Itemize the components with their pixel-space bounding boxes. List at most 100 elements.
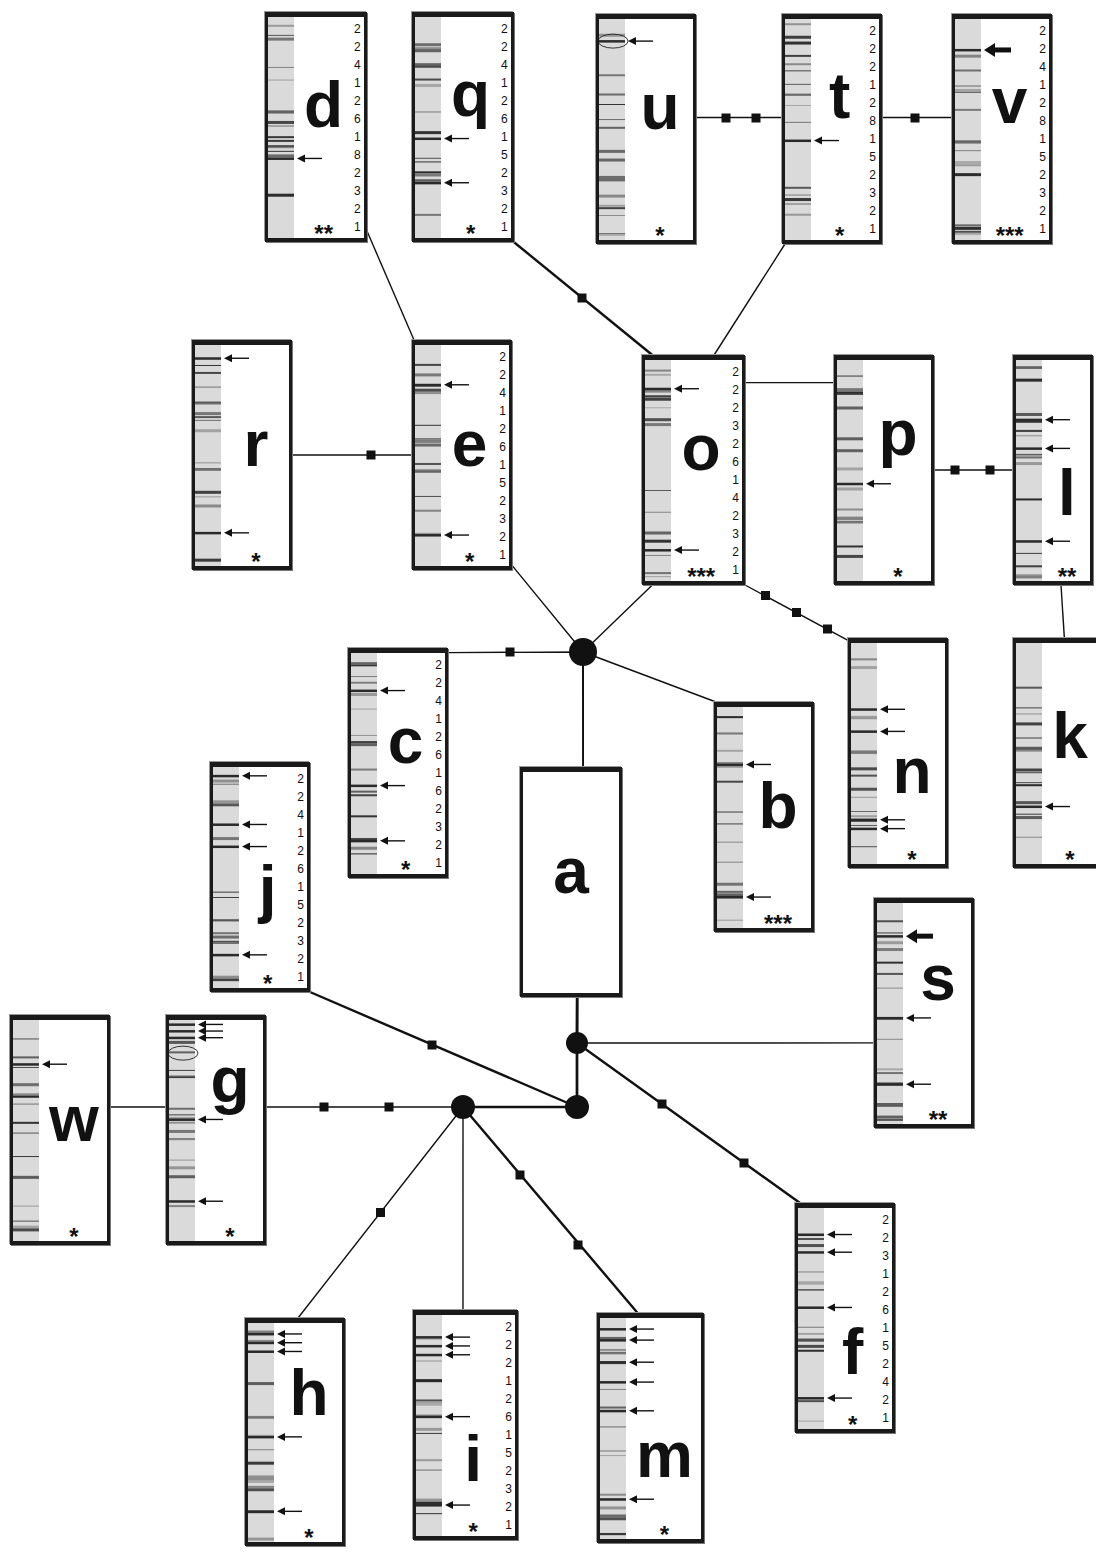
gel-band	[717, 763, 743, 766]
band-arrow-head	[906, 1014, 914, 1022]
gel-lane-image	[837, 360, 931, 581]
gel-band	[351, 769, 377, 771]
gel-band	[717, 893, 743, 895]
gel-band	[645, 370, 671, 372]
gel-band	[1016, 713, 1042, 714]
gel-band	[415, 440, 441, 443]
gel-band	[169, 1108, 195, 1110]
gel-band	[351, 785, 377, 788]
step-square	[574, 1241, 583, 1250]
band-arrow-head	[42, 1060, 50, 1068]
gel-strip	[415, 345, 441, 566]
step-square	[951, 466, 960, 475]
gel-band	[351, 735, 377, 736]
gel-band	[955, 109, 981, 111]
lane-letter: b	[758, 774, 797, 838]
gel-strip	[13, 1020, 39, 1241]
band-arrow-head	[674, 546, 682, 554]
gel-band	[877, 1119, 903, 1121]
gel-band	[1016, 498, 1042, 500]
gel-band	[785, 36, 811, 39]
band-size-column: 2 2 2 1 2 6 1 5 2 3 2 1	[505, 1318, 512, 1534]
step-square	[823, 625, 832, 634]
lane-letter: w	[49, 1087, 99, 1151]
gel-band	[785, 195, 811, 196]
gel-band	[13, 1056, 39, 1058]
gel-band	[213, 897, 239, 898]
gel-band	[1016, 707, 1042, 708]
gel-band	[213, 976, 239, 979]
gel-band	[600, 1514, 626, 1517]
gel-band	[169, 1051, 195, 1053]
band-arrow-head	[242, 772, 250, 780]
gel-lane-box: w*	[10, 1015, 110, 1245]
gel-band	[213, 823, 239, 826]
gel-band	[851, 717, 877, 719]
gel-band	[351, 693, 377, 696]
band-arrow-head	[242, 951, 250, 959]
gel-band	[351, 815, 377, 817]
asterisk-mark: ***	[687, 565, 715, 589]
gel-band	[877, 1116, 903, 1119]
gel-lane-image	[416, 1315, 515, 1536]
gel-band	[195, 469, 221, 471]
gel-strip	[717, 707, 743, 928]
band-arrow-head	[445, 1413, 453, 1421]
asterisk-mark: *	[848, 1413, 857, 1437]
network-connector	[512, 565, 583, 767]
asterisk-mark: *	[835, 224, 844, 248]
asterisk-mark: **	[929, 1108, 948, 1132]
gel-band	[415, 470, 441, 473]
asterisk-mark: *	[1065, 848, 1074, 872]
junction-dot	[451, 1095, 475, 1119]
gel-lane-box: n*	[848, 638, 948, 868]
gel-band	[416, 1428, 442, 1431]
network-connector	[266, 997, 577, 1107]
gel-band	[351, 676, 377, 677]
gel-band	[415, 384, 441, 387]
gel-band	[798, 1234, 824, 1237]
gel-band	[351, 709, 377, 710]
band-arrow-head	[277, 1347, 285, 1355]
gel-band	[268, 146, 294, 147]
gel-band	[213, 919, 239, 921]
gel-band	[195, 420, 221, 421]
gel-band	[717, 716, 743, 718]
band-arrow-head	[277, 1433, 285, 1441]
gel-strip	[351, 653, 377, 874]
gel-lane-image	[785, 19, 879, 240]
gel-band	[798, 1397, 824, 1400]
gel-band	[955, 69, 981, 71]
band-arrow-head	[1045, 803, 1053, 811]
gel-strip	[1016, 360, 1042, 581]
band-arrow-head	[242, 820, 250, 828]
gel-band	[268, 35, 294, 36]
gel-band	[416, 1336, 442, 1339]
gel-band	[600, 1389, 626, 1390]
gel-strip	[851, 643, 877, 864]
band-arrow-head	[445, 1351, 453, 1359]
gel-band	[416, 1339, 442, 1340]
gel-lane-box: i*2 2 2 1 2 6 1 5 2 3 2 1	[413, 1310, 518, 1540]
gel-strip	[268, 17, 294, 238]
gel-band	[415, 425, 441, 426]
gel-band	[600, 1361, 626, 1364]
lane-letter: g	[210, 1048, 249, 1112]
gel-band	[645, 398, 671, 401]
gel-band	[837, 391, 863, 394]
gel-band	[415, 182, 441, 185]
gel-band	[1016, 367, 1042, 369]
gel-band	[837, 517, 863, 520]
gel-band	[877, 1068, 903, 1070]
gel-lane-box: g*	[166, 1015, 266, 1245]
gel-band	[13, 1228, 39, 1231]
gel-band	[599, 150, 625, 153]
gel-band	[169, 1175, 195, 1178]
step-square	[516, 1171, 525, 1180]
gel-band	[599, 207, 625, 209]
network-connector	[110, 1106, 166, 1107]
gel-band	[785, 55, 811, 57]
gel-band	[837, 483, 863, 486]
network-connector	[1061, 585, 1064, 638]
gel-band	[1016, 575, 1042, 578]
